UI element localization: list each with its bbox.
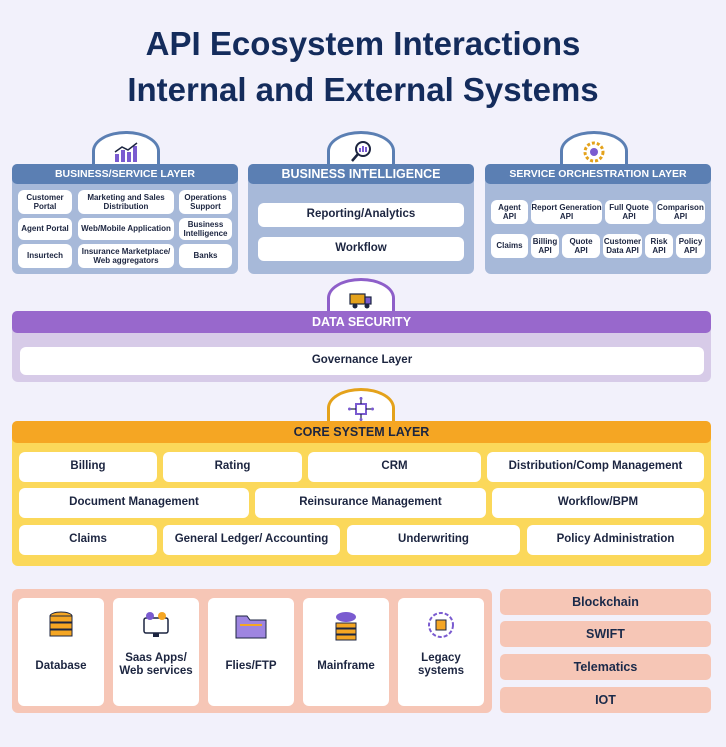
chip-underwriting: Underwriting — [347, 525, 520, 555]
monitor-cloud-icon — [143, 612, 169, 637]
chip-insurance-marketplace: Insurance Marketplace/ Web aggregators — [78, 244, 174, 268]
chip-workflow-bpm: Workflow/BPM — [492, 488, 704, 518]
title-line-1: API Ecosystem Interactions — [145, 25, 581, 62]
chip-billing: Billing — [19, 452, 157, 482]
card-legacy-systems: Legacy systems — [398, 598, 484, 706]
chip-web-mobile: Web/Mobile Application — [78, 218, 174, 240]
chip-agent-api: Agent API — [491, 200, 528, 224]
chip-operations-support: Operations Support — [179, 190, 232, 214]
server-cloud-icon — [335, 612, 357, 641]
chip-customer-data-api: Customer Data API — [603, 234, 642, 258]
chip-agent-portal: Agent Portal — [18, 218, 72, 240]
card-mainframe: Mainframe — [303, 598, 389, 706]
chip-reporting-analytics: Reporting/Analytics — [258, 203, 464, 227]
chip-distribution-comp: Distribution/Comp Management — [487, 452, 704, 482]
service-orchestration-header: SERVICE ORCHESTRATION LAYER — [485, 164, 711, 184]
core-system-header: CORE SYSTEM LAYER — [12, 421, 711, 443]
chip-banks: Banks — [179, 244, 232, 268]
external-telematics: Telematics — [500, 654, 711, 680]
label-legacy-systems: Legacy systems — [417, 652, 465, 678]
chip-business-intelligence: Business Intelligence — [179, 218, 232, 240]
label-files-ftp: Flies/FTP — [225, 660, 277, 672]
external-iot: IOT — [500, 687, 711, 713]
card-files-ftp: Flies/FTP — [208, 598, 294, 706]
chip-claims-api: Claims — [491, 234, 528, 258]
label-database: Database — [35, 660, 87, 672]
label-saas-apps: Saas Apps/ Web services — [119, 652, 193, 678]
folder-icon — [235, 615, 267, 639]
chip-workflow: Workflow — [258, 237, 464, 261]
chip-rating: Rating — [163, 452, 302, 482]
chip-report-generation-api: Report Generation API — [531, 200, 602, 224]
database-icon — [49, 611, 73, 637]
business-service-header: BUSINESS/SERVICE LAYER — [12, 164, 238, 184]
chip-policy-api: Policy API — [676, 234, 705, 258]
chip-insurtech: Insurtech — [18, 244, 72, 268]
label-mainframe: Mainframe — [317, 660, 375, 672]
external-swift: SWIFT — [500, 621, 711, 647]
chip-document-management: Document Management — [19, 488, 249, 518]
chip-marketing-sales: Marketing and Sales Distribution — [78, 190, 174, 214]
card-database: Database — [18, 598, 104, 706]
chip-customer-portal: Customer Portal — [18, 190, 72, 214]
title-line-2: Internal and External Systems — [127, 71, 599, 108]
business-intelligence-header: BUSINESS INTELLIGENCE — [248, 164, 474, 184]
chip-reinsurance-management: Reinsurance Management — [255, 488, 486, 518]
chip-quote-api: Quote API — [562, 234, 600, 258]
chip-risk-api: Risk API — [645, 234, 673, 258]
data-security-header: DATA SECURITY — [12, 311, 711, 333]
chip-crm: CRM — [308, 452, 481, 482]
chip-comparison-api: Comparison API — [656, 200, 705, 224]
chip-general-ledger: General Ledger/ Accounting — [163, 525, 340, 555]
chip-billing-api: Billing API — [531, 234, 559, 258]
chip-full-quote-api: Full Quote API — [605, 200, 653, 224]
chip-governance-layer: Governance Layer — [20, 347, 704, 375]
chip-claims: Claims — [19, 525, 157, 555]
legacy-chip-icon — [428, 612, 454, 638]
chip-policy-administration: Policy Administration — [527, 525, 704, 555]
external-blockchain: Blockchain — [500, 589, 711, 615]
card-saas-apps: Saas Apps/ Web services — [113, 598, 199, 706]
